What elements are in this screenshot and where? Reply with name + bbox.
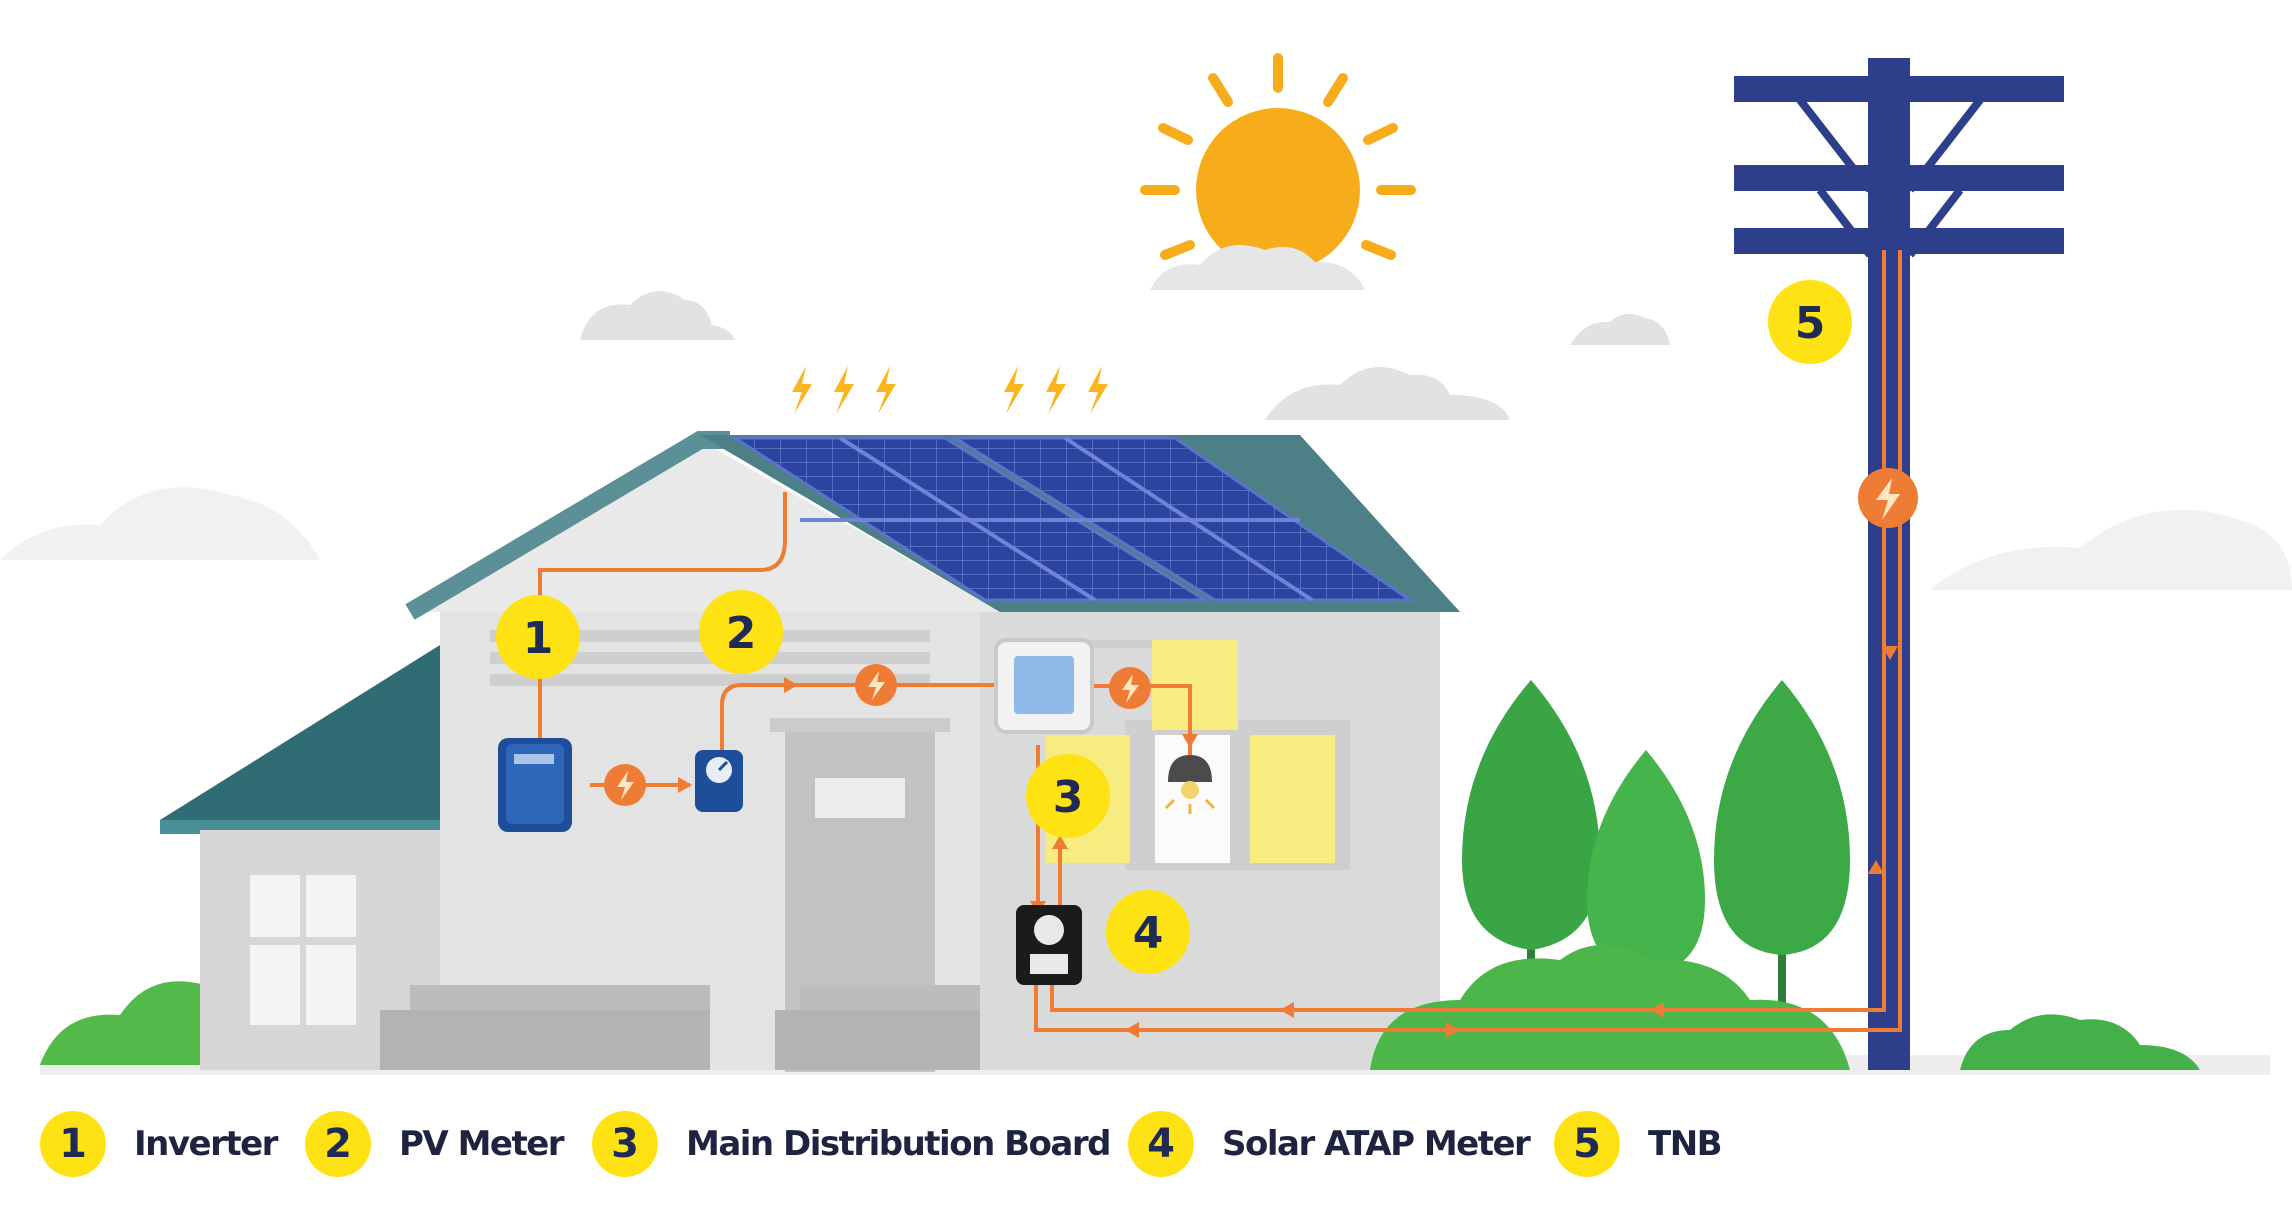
legend-label: Solar ATAP Meter — [1222, 1124, 1531, 1164]
bolt-icon — [792, 366, 1108, 414]
svg-text:3: 3 — [1053, 772, 1084, 823]
utility-pole-icon — [1734, 58, 2064, 1070]
legend-label: TNB — [1648, 1124, 1723, 1164]
cloud-icon — [580, 291, 735, 340]
meter-icon — [695, 750, 743, 812]
sun-icon — [1140, 53, 1416, 290]
house-extension — [160, 645, 450, 1070]
legend-badge: 2 — [305, 1111, 371, 1177]
energy-flow — [538, 250, 1902, 1032]
legend-badge: 3 — [592, 1111, 658, 1177]
legend: 1 Inverter 2 PV Meter 3 Main Distributio… — [0, 1080, 2292, 1212]
legend-item-distribution-board: 3 Main Distribution Board — [592, 1108, 1111, 1180]
legend-item-inverter: 1 Inverter — [40, 1108, 278, 1180]
window — [250, 875, 356, 1025]
background-clouds — [0, 487, 2292, 590]
marker-atap-meter: 4 — [1106, 890, 1190, 974]
svg-text:2: 2 — [726, 608, 757, 659]
legend-badge: 4 — [1128, 1111, 1194, 1177]
legend-label: PV Meter — [399, 1124, 565, 1164]
legend-item-pv-meter: 2 PV Meter — [305, 1108, 565, 1180]
marker-inverter: 1 — [496, 595, 580, 679]
steps — [380, 985, 980, 1070]
cloud-icon — [1265, 367, 1510, 420]
marker-distribution-board: 3 — [1026, 754, 1110, 838]
legend-badge: 5 — [1554, 1111, 1620, 1177]
bolt-icon — [1858, 468, 1918, 528]
legend-item-tnb: 5 TNB — [1554, 1108, 1723, 1180]
svg-text:5: 5 — [1795, 298, 1826, 349]
lamp-icon — [1164, 730, 1216, 814]
bush — [1370, 945, 2200, 1070]
meter-icon — [1016, 905, 1082, 985]
distribution-board — [994, 638, 1094, 734]
cloud-icon — [1570, 313, 1670, 345]
inverter-icon — [498, 738, 572, 832]
legend-label: Main Distribution Board — [686, 1124, 1111, 1164]
svg-text:1: 1 — [523, 613, 554, 664]
solar-panels — [729, 436, 1415, 602]
legend-label: Inverter — [134, 1124, 278, 1164]
legend-item-atap-meter: 4 Solar ATAP Meter — [1128, 1108, 1531, 1180]
svg-text:4: 4 — [1133, 908, 1164, 959]
legend-badge: 1 — [40, 1111, 106, 1177]
marker-pv-meter: 2 — [699, 590, 783, 674]
bush — [40, 981, 205, 1065]
marker-tnb: 5 — [1768, 280, 1852, 364]
window — [1035, 640, 1350, 870]
